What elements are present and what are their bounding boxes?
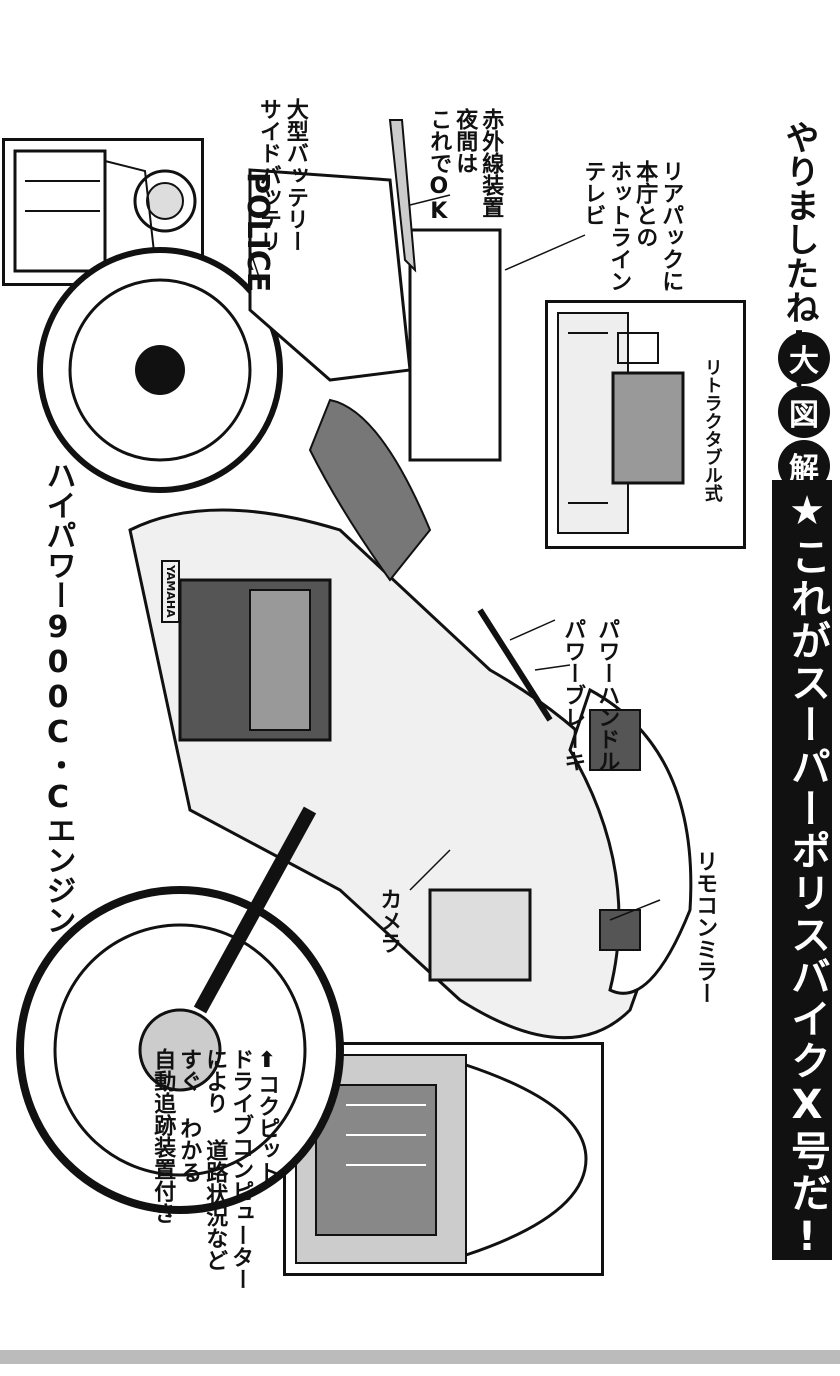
label-engine: ハイパワー900C・Cエンジン [40, 460, 76, 935]
page-title: ★これがスーパーポリスバイクX号だ!! [784, 488, 830, 1310]
page-edge-bar [0, 1350, 840, 1364]
tv-illustration [557, 312, 685, 534]
label-infrared-2: 夜間は [452, 108, 478, 174]
label-rearpack-3: ホットライン [606, 160, 632, 292]
label-rearpack-2: 本庁との [632, 160, 658, 248]
label-rearpack-4: テレビ [580, 160, 606, 226]
title-band [772, 480, 832, 1260]
label-cockpit-2: ドライブコンピューター [228, 1048, 254, 1290]
label-rearpack-1: リアパックに [658, 160, 684, 292]
cockpit-illustration [295, 1054, 588, 1264]
label-retractable: リトラクタブル式 [701, 358, 723, 502]
label-camera: カメラ [376, 888, 402, 954]
badge-zu: 図 [778, 386, 830, 438]
cockpit-panel [283, 1042, 604, 1276]
label-remote-mirror: リモコンミラー [692, 850, 718, 1004]
label-side-battery: サイドバッテリ [255, 98, 281, 252]
badge-dai: 大 [778, 332, 830, 384]
label-big-battery: 大型バッテリー [282, 98, 308, 252]
label-power-brake: パワーブレーキ [560, 618, 586, 772]
label-power-handle: パワーハンドル [594, 618, 620, 772]
label-cockpit-4: すぐ わかる [176, 1048, 202, 1183]
brand-plate: YAMAHA [161, 560, 180, 623]
motorcycle-illustration [16, 119, 693, 1214]
label-infrared-3: これでOK [426, 108, 452, 224]
label-cockpit-1: ⬆コクピット [254, 1048, 280, 1183]
label-cockpit-3: により 道路状況など [202, 1048, 228, 1271]
tv-panel: リトラクタブル式 [545, 300, 746, 549]
inset-top-illustration [13, 149, 197, 273]
label-infrared-1: 赤外線装置 [478, 108, 504, 218]
label-cockpit-5: 自動追跡装置付き [150, 1048, 176, 1224]
